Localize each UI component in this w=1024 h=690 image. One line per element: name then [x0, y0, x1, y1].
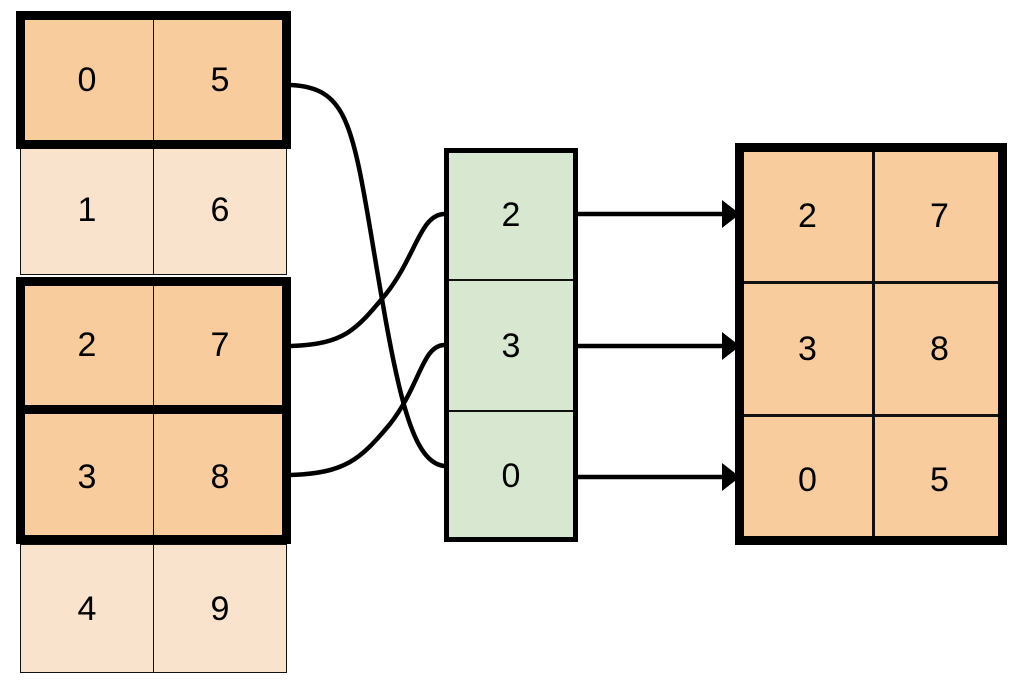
arrow-index-cell0-to-result-row0	[578, 200, 740, 228]
result-cell-r1c2[interactable]: 8	[873, 282, 1006, 416]
arrow-index-cell1-to-result-row1	[578, 332, 740, 360]
arrow-index-cell2-to-result-row2	[578, 463, 740, 491]
source-cell-r4c1[interactable]: 4	[20, 544, 154, 673]
curve-source-row2-to-index-cell0	[288, 211, 447, 349]
source-row-2-3-divider	[20, 405, 288, 414]
curve-source-row3-to-index-cell1	[288, 342, 447, 478]
curve-source-row0-to-index-cell2	[288, 82, 447, 469]
index-cell-2[interactable]: 0	[446, 411, 576, 540]
result-cell-r2c1[interactable]: 0	[741, 415, 874, 544]
result-cell-r2c2[interactable]: 5	[873, 415, 1006, 544]
